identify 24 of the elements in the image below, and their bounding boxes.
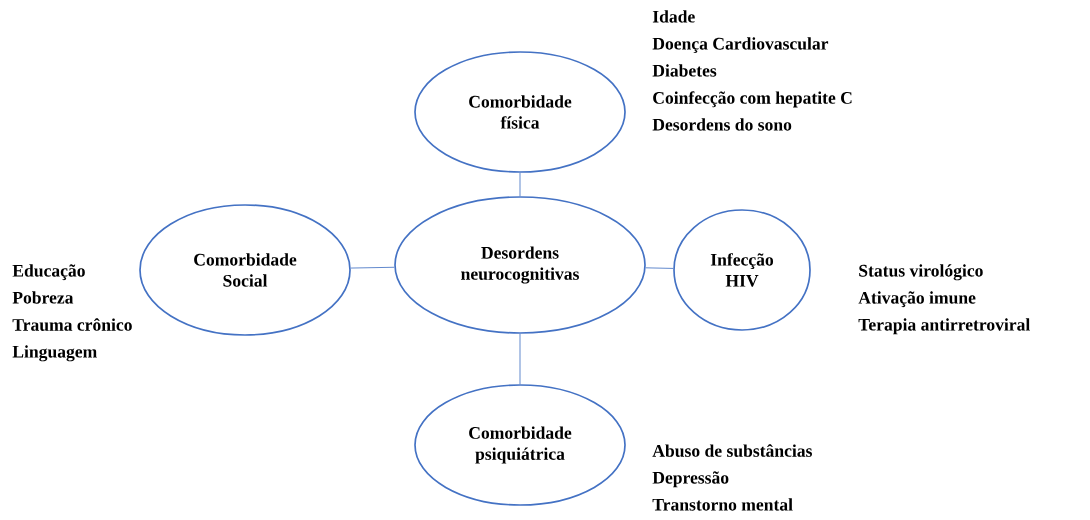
ellipse-node: Comorbidade psiquiátrica xyxy=(414,384,626,506)
factor-text: Linguagem xyxy=(12,345,97,362)
factor-text: Trauma crônico xyxy=(12,318,132,331)
connector-line xyxy=(519,333,521,385)
factor-text: Desordens do sono xyxy=(652,118,792,131)
ellipse-node: Infecção HIV xyxy=(673,209,811,331)
factor-text: Doença Cardiovascular xyxy=(652,37,829,54)
ellipse-node: Desordens neurocognitivas xyxy=(394,196,646,334)
factor-text: Educação xyxy=(12,264,85,281)
connector-line xyxy=(519,172,521,197)
connector-line xyxy=(645,267,674,269)
factor-text: Pobreza xyxy=(12,291,74,304)
ellipse-node: Comorbidade Social xyxy=(139,204,351,336)
factor-text: Diabetes xyxy=(652,64,717,77)
factor-text: Depressão xyxy=(652,471,729,488)
factor-text: Coinfecção com hepatite C xyxy=(653,91,852,108)
ellipse-node: Comorbidade física xyxy=(414,51,626,173)
factor-text: Abuso de substâncias xyxy=(652,444,812,457)
factor-text: Idade xyxy=(652,10,695,23)
factor-text: Terapia antirretroviral xyxy=(858,318,1030,335)
factor-text: Status virológico xyxy=(859,264,983,281)
factor-text: Transtorno mental xyxy=(652,498,793,511)
connector-line xyxy=(350,266,395,269)
factor-text: Ativação imune xyxy=(858,291,976,308)
